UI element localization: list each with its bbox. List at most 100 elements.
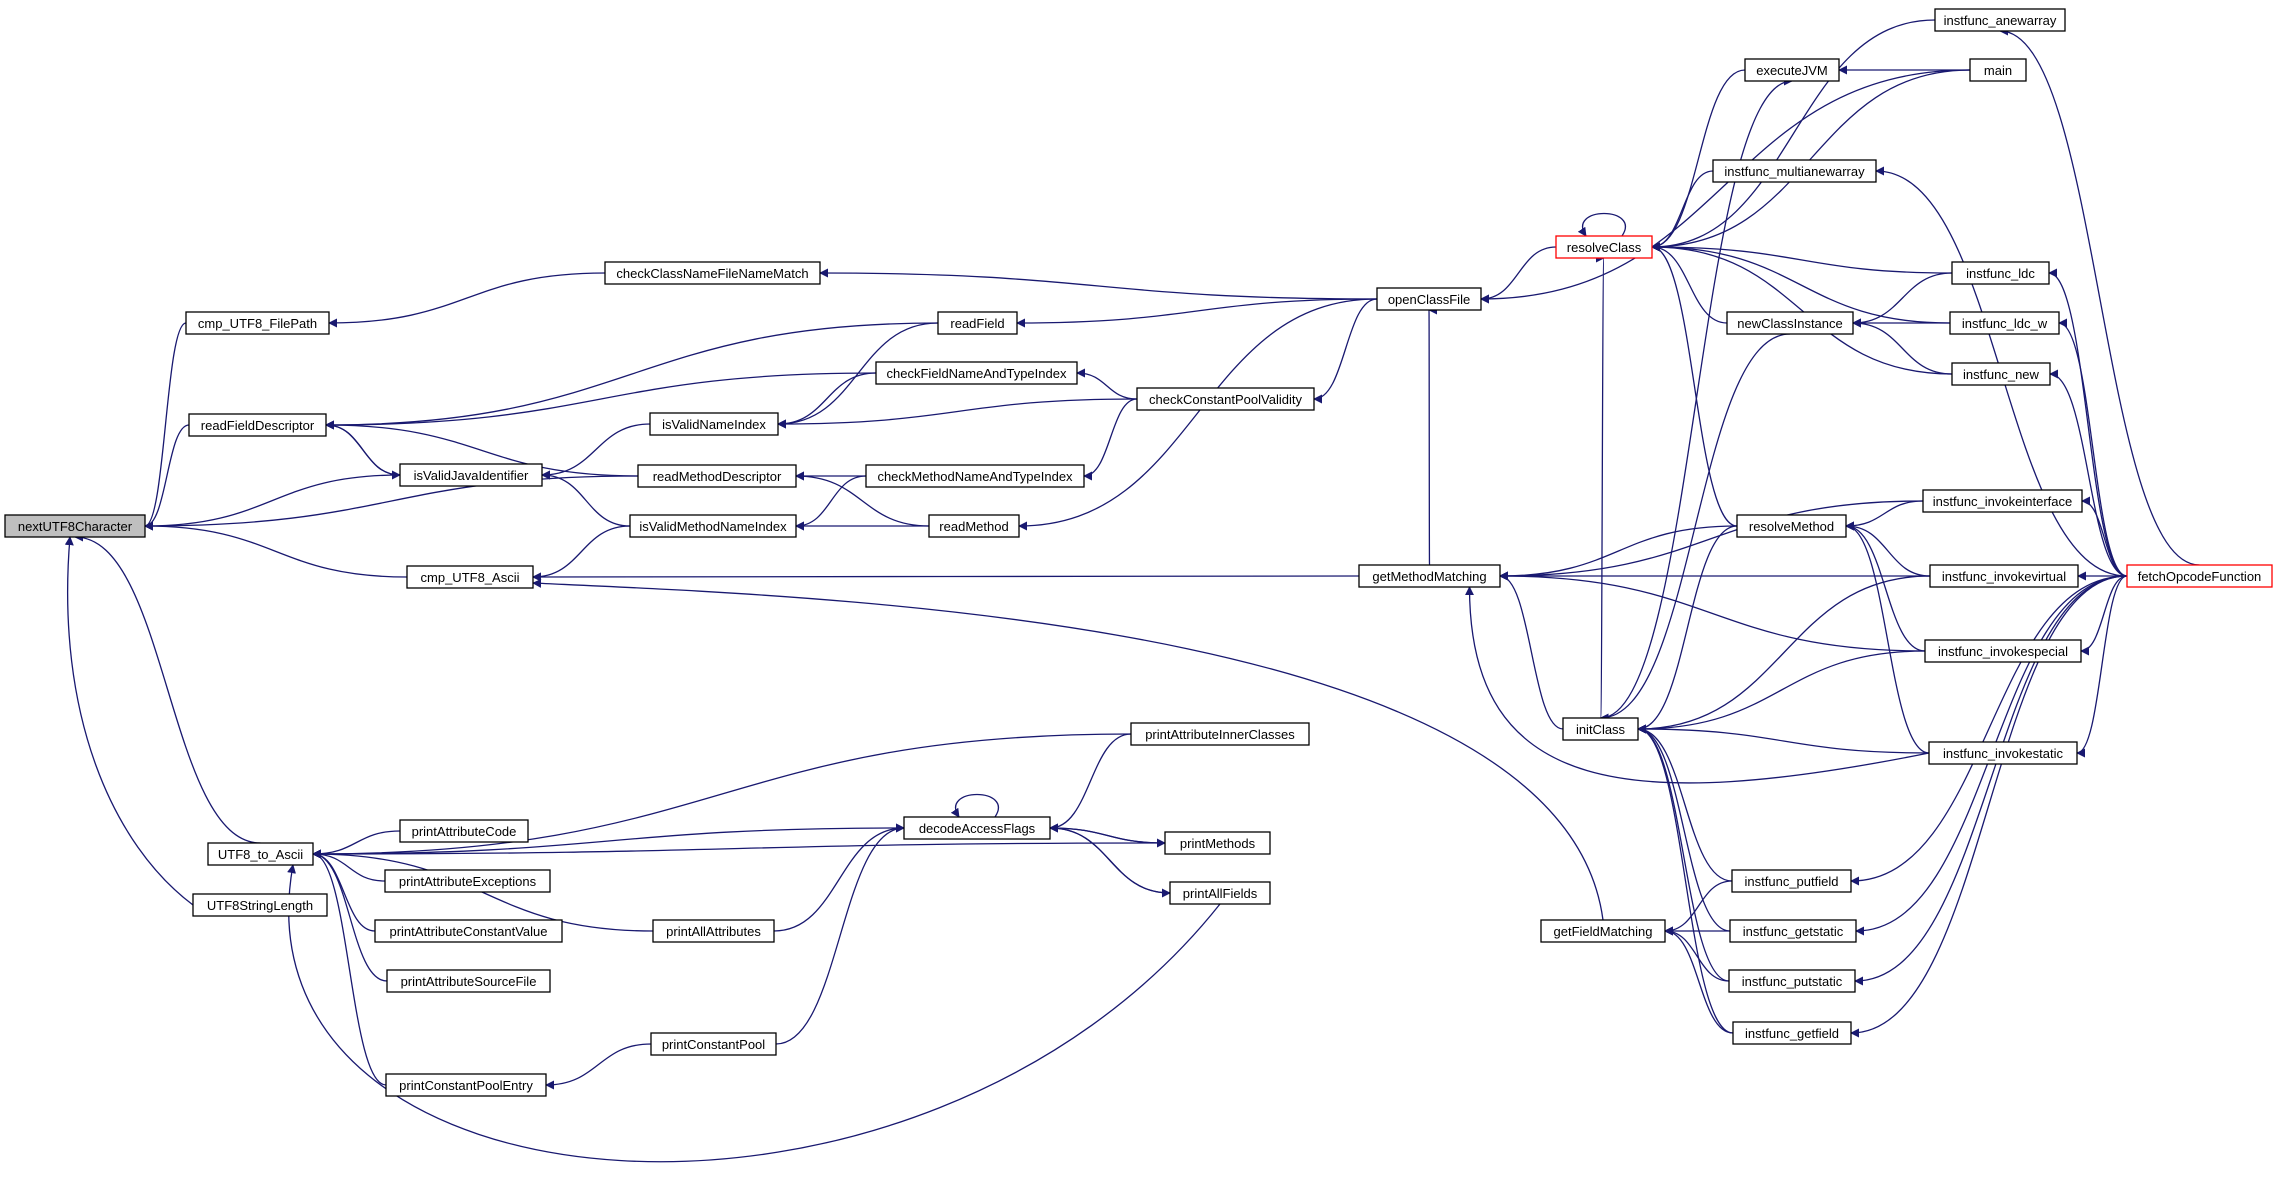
node-box-printAttributeSourceFile[interactable]: [386, 969, 551, 993]
node-box-isValidNameIndex[interactable]: [649, 412, 779, 436]
node-checkMethodNameAndTypeIndex[interactable]: checkMethodNameAndTypeIndex: [865, 464, 1085, 488]
node-box-printConstantPoolEntry[interactable]: [385, 1073, 547, 1097]
node-instfunc_anewarray[interactable]: instfunc_anewarray: [1934, 8, 2066, 32]
node-instfunc_invokespecial[interactable]: instfunc_invokespecial: [1924, 639, 2082, 663]
node-newClassInstance[interactable]: newClassInstance: [1726, 311, 1854, 335]
node-printAttributeCode[interactable]: printAttributeCode: [399, 819, 529, 843]
node-box-printAllFields[interactable]: [1169, 881, 1271, 905]
node-box-initClass[interactable]: [1562, 717, 1639, 741]
node-resolveClass[interactable]: resolveClass: [1555, 235, 1653, 259]
node-box-instfunc_invokeinterface[interactable]: [1922, 489, 2083, 513]
node-box-instfunc_anewarray[interactable]: [1934, 8, 2066, 32]
node-box-executeJVM[interactable]: [1744, 58, 1840, 82]
node-box-readField[interactable]: [937, 311, 1018, 335]
node-box-cmp_UTF8_Ascii[interactable]: [406, 565, 534, 589]
node-box-printAllAttributes[interactable]: [652, 919, 775, 943]
node-box-checkConstantPoolValidity[interactable]: [1136, 387, 1315, 411]
node-box-instfunc_invokevirtual[interactable]: [1929, 564, 2079, 588]
node-box-openClassFile[interactable]: [1376, 287, 1482, 311]
node-printAttributeSourceFile[interactable]: printAttributeSourceFile: [386, 969, 551, 993]
node-box-decodeAccessFlags[interactable]: [903, 816, 1051, 840]
node-box-main[interactable]: [1969, 58, 2027, 82]
node-box-instfunc_invokestatic[interactable]: [1928, 741, 2078, 765]
node-instfunc_ldc[interactable]: instfunc_ldc: [1951, 261, 2050, 285]
node-readMethod[interactable]: readMethod: [928, 514, 1020, 538]
node-box-isValidMethodNameIndex[interactable]: [629, 514, 797, 538]
node-box-instfunc_getstatic[interactable]: [1729, 919, 1857, 943]
node-instfunc_putstatic[interactable]: instfunc_putstatic: [1728, 969, 1856, 993]
node-readField[interactable]: readField: [937, 311, 1018, 335]
node-box-instfunc_putstatic[interactable]: [1728, 969, 1856, 993]
node-instfunc_multianewarray[interactable]: instfunc_multianewarray: [1712, 159, 1877, 183]
node-box-UTF8_to_Ascii[interactable]: [207, 842, 314, 866]
node-isValidJavaIdentifier[interactable]: isValidJavaIdentifier: [399, 463, 543, 487]
node-box-printAttributeConstantValue[interactable]: [374, 919, 563, 943]
node-isValidMethodNameIndex[interactable]: isValidMethodNameIndex: [629, 514, 797, 538]
node-box-checkFieldNameAndTypeIndex[interactable]: [875, 361, 1078, 385]
node-box-readFieldDescriptor[interactable]: [188, 413, 327, 437]
node-box-instfunc_multianewarray[interactable]: [1712, 159, 1877, 183]
node-box-readMethodDescriptor[interactable]: [637, 464, 797, 488]
node-instfunc_putfield[interactable]: instfunc_putfield: [1731, 869, 1852, 893]
node-box-printAttributeCode[interactable]: [399, 819, 529, 843]
node-instfunc_ldc_w[interactable]: instfunc_ldc_w: [1949, 311, 2060, 335]
node-printMethods[interactable]: printMethods: [1164, 831, 1271, 855]
node-main[interactable]: main: [1969, 58, 2027, 82]
node-box-UTF8StringLength[interactable]: [192, 893, 328, 917]
node-instfunc_getfield[interactable]: instfunc_getfield: [1732, 1021, 1852, 1045]
node-box-getMethodMatching[interactable]: [1358, 564, 1501, 588]
node-isValidNameIndex[interactable]: isValidNameIndex: [649, 412, 779, 436]
node-box-instfunc_new[interactable]: [1951, 362, 2051, 386]
node-printAttributeExceptions[interactable]: printAttributeExceptions: [384, 869, 551, 893]
node-cmp_UTF8_FilePath[interactable]: cmp_UTF8_FilePath: [185, 311, 330, 335]
node-UTF8_to_Ascii[interactable]: UTF8_to_Ascii: [207, 842, 314, 866]
node-box-resolveMethod[interactable]: [1736, 514, 1847, 538]
node-box-cmp_UTF8_FilePath[interactable]: [185, 311, 330, 335]
node-decodeAccessFlags[interactable]: decodeAccessFlags: [903, 816, 1051, 840]
node-box-readMethod[interactable]: [928, 514, 1020, 538]
node-getMethodMatching[interactable]: getMethodMatching: [1358, 564, 1501, 588]
node-resolveMethod[interactable]: resolveMethod: [1736, 514, 1847, 538]
node-printConstantPoolEntry[interactable]: printConstantPoolEntry: [385, 1073, 547, 1097]
node-instfunc_invokevirtual[interactable]: instfunc_invokevirtual: [1929, 564, 2079, 588]
node-printAllAttributes[interactable]: printAllAttributes: [652, 919, 775, 943]
node-box-instfunc_putfield[interactable]: [1731, 869, 1852, 893]
node-box-isValidJavaIdentifier[interactable]: [399, 463, 543, 487]
node-box-checkClassNameFileNameMatch[interactable]: [604, 261, 821, 285]
node-instfunc_invokeinterface[interactable]: instfunc_invokeinterface: [1922, 489, 2083, 513]
node-instfunc_getstatic[interactable]: instfunc_getstatic: [1729, 919, 1857, 943]
node-readFieldDescriptor[interactable]: readFieldDescriptor: [188, 413, 327, 437]
node-UTF8StringLength[interactable]: UTF8StringLength: [192, 893, 328, 917]
node-box-instfunc_ldc_w[interactable]: [1949, 311, 2060, 335]
node-printAllFields[interactable]: printAllFields: [1169, 881, 1271, 905]
node-box-resolveClass[interactable]: [1555, 235, 1653, 259]
node-box-printAttributeExceptions[interactable]: [384, 869, 551, 893]
node-box-printAttributeInnerClasses[interactable]: [1130, 722, 1310, 746]
node-printConstantPool[interactable]: printConstantPool: [650, 1032, 777, 1056]
node-box-printConstantPool[interactable]: [650, 1032, 777, 1056]
node-cmp_UTF8_Ascii[interactable]: cmp_UTF8_Ascii: [406, 565, 534, 589]
node-box-fetchOpcodeFunction[interactable]: [2126, 564, 2273, 588]
node-box-instfunc_invokespecial[interactable]: [1924, 639, 2082, 663]
node-box-instfunc_getfield[interactable]: [1732, 1021, 1852, 1045]
node-executeJVM[interactable]: executeJVM: [1744, 58, 1840, 82]
node-nextUTF8Character[interactable]: nextUTF8Character: [4, 514, 146, 538]
node-initClass[interactable]: initClass: [1562, 717, 1639, 741]
node-checkClassNameFileNameMatch[interactable]: checkClassNameFileNameMatch: [604, 261, 821, 285]
node-instfunc_new[interactable]: instfunc_new: [1951, 362, 2051, 386]
node-box-printMethods[interactable]: [1164, 831, 1271, 855]
node-openClassFile[interactable]: openClassFile: [1376, 287, 1482, 311]
node-instfunc_invokestatic[interactable]: instfunc_invokestatic: [1928, 741, 2078, 765]
node-box-getFieldMatching[interactable]: [1540, 919, 1666, 943]
node-printAttributeInnerClasses[interactable]: printAttributeInnerClasses: [1130, 722, 1310, 746]
node-box-checkMethodNameAndTypeIndex[interactable]: [865, 464, 1085, 488]
node-box-nextUTF8Character[interactable]: [4, 514, 146, 538]
node-fetchOpcodeFunction[interactable]: fetchOpcodeFunction: [2126, 564, 2273, 588]
node-readMethodDescriptor[interactable]: readMethodDescriptor: [637, 464, 797, 488]
node-printAttributeConstantValue[interactable]: printAttributeConstantValue: [374, 919, 563, 943]
node-getFieldMatching[interactable]: getFieldMatching: [1540, 919, 1666, 943]
node-checkConstantPoolValidity[interactable]: checkConstantPoolValidity: [1136, 387, 1315, 411]
node-checkFieldNameAndTypeIndex[interactable]: checkFieldNameAndTypeIndex: [875, 361, 1078, 385]
node-box-newClassInstance[interactable]: [1726, 311, 1854, 335]
node-box-instfunc_ldc[interactable]: [1951, 261, 2050, 285]
